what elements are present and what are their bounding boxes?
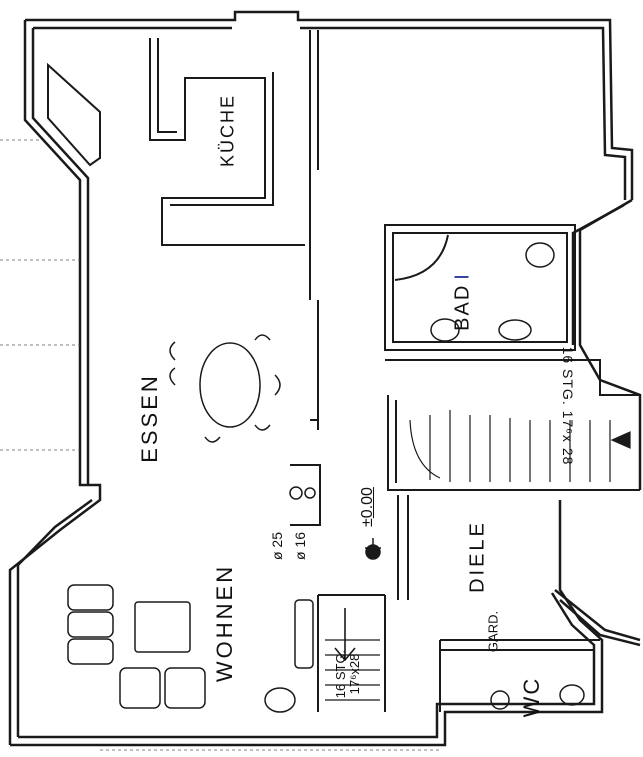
dining-chair [254, 334, 271, 341]
armchair [119, 667, 161, 709]
dining-chair [169, 341, 176, 361]
bath-walls [384, 224, 576, 351]
room-label-dining: ESSEN [137, 373, 162, 463]
small-stair-tread [325, 639, 380, 701]
chimney-label-d1: ø 25 [269, 532, 285, 561]
kitchen-counter [149, 38, 305, 246]
interior-walls [47, 30, 640, 712]
stair-curve [409, 419, 441, 479]
room-label-wardrobe: GARD. [485, 610, 501, 653]
stair-treads [325, 410, 631, 701]
dining-chair [169, 367, 176, 386]
level-value: 0.00 [359, 487, 376, 519]
bath-walls-inner [392, 232, 568, 343]
level-label: ±0.00 [359, 477, 377, 537]
stair-label-small-line2: 17⁶x28 [347, 653, 362, 695]
small-stair-walls [317, 594, 386, 712]
kitchen-wall-east [309, 30, 319, 230]
bath-toilet [430, 318, 460, 342]
chimney-flue [304, 487, 316, 499]
room-label-hall: DIELE [466, 520, 489, 593]
room-label-kitchen: KÜCHE [217, 94, 238, 168]
outer-wall-south [10, 500, 604, 747]
dining-partition [309, 230, 319, 430]
room-label-wc: WC [519, 676, 544, 718]
room-label-bath: BAD I [452, 272, 475, 332]
armchair [164, 667, 206, 709]
small-stair-arrow [334, 608, 356, 662]
outer-wall-south-inner [18, 592, 596, 739]
hall-wall-west [397, 495, 409, 600]
bath-door-arc [394, 234, 449, 281]
kitchen-left-counter [47, 62, 101, 167]
dining-chair [274, 374, 281, 396]
outer-wall-east-bay-inner [571, 203, 625, 345]
plant [264, 687, 296, 713]
grid-lines [0, 139, 440, 751]
stair-label-small: 16 STG. 17⁶x28 [333, 644, 362, 704]
sofa-cushion [67, 611, 114, 638]
wc-walls [439, 639, 600, 712]
dining-table [199, 342, 261, 428]
outer-wall-north [25, 10, 634, 200]
dining-chair [204, 436, 221, 443]
stair-label-main: 16 STG. 17⁶x 28 [560, 346, 576, 466]
chimney-flue [289, 486, 303, 500]
kitchen-counter-inner [157, 38, 274, 206]
stair-label-small-line1: 16 STG. [333, 649, 348, 699]
chimney-label-d2: ø 16 [292, 532, 308, 561]
stair-walls [385, 359, 640, 491]
wc-toilet [559, 684, 585, 706]
chimney-box [290, 464, 321, 526]
wc-sink [490, 690, 510, 710]
furniture [67, 242, 585, 713]
shelf [294, 599, 314, 669]
level-marker-symbol [365, 544, 381, 560]
grid-line [0, 139, 80, 451]
bath-basin [525, 242, 555, 268]
coffee-table [134, 601, 191, 653]
room-label-living: WOHNEN [212, 563, 237, 683]
outer-wall-west-bay-inner [16, 28, 93, 737]
bath-label-text: BAD [451, 283, 474, 331]
sofa-cushion [67, 638, 114, 665]
bath-numeral: I [451, 272, 474, 280]
outer-walls [8, 10, 642, 747]
level-prefix: ± [359, 518, 376, 527]
dining-chair [254, 424, 271, 431]
stair-direction-arrow [610, 431, 631, 449]
bath-sink [498, 319, 532, 341]
outer-wall-southeast [554, 589, 641, 647]
outer-wall-north-inner [33, 26, 627, 200]
sofa-cushion [67, 584, 114, 611]
